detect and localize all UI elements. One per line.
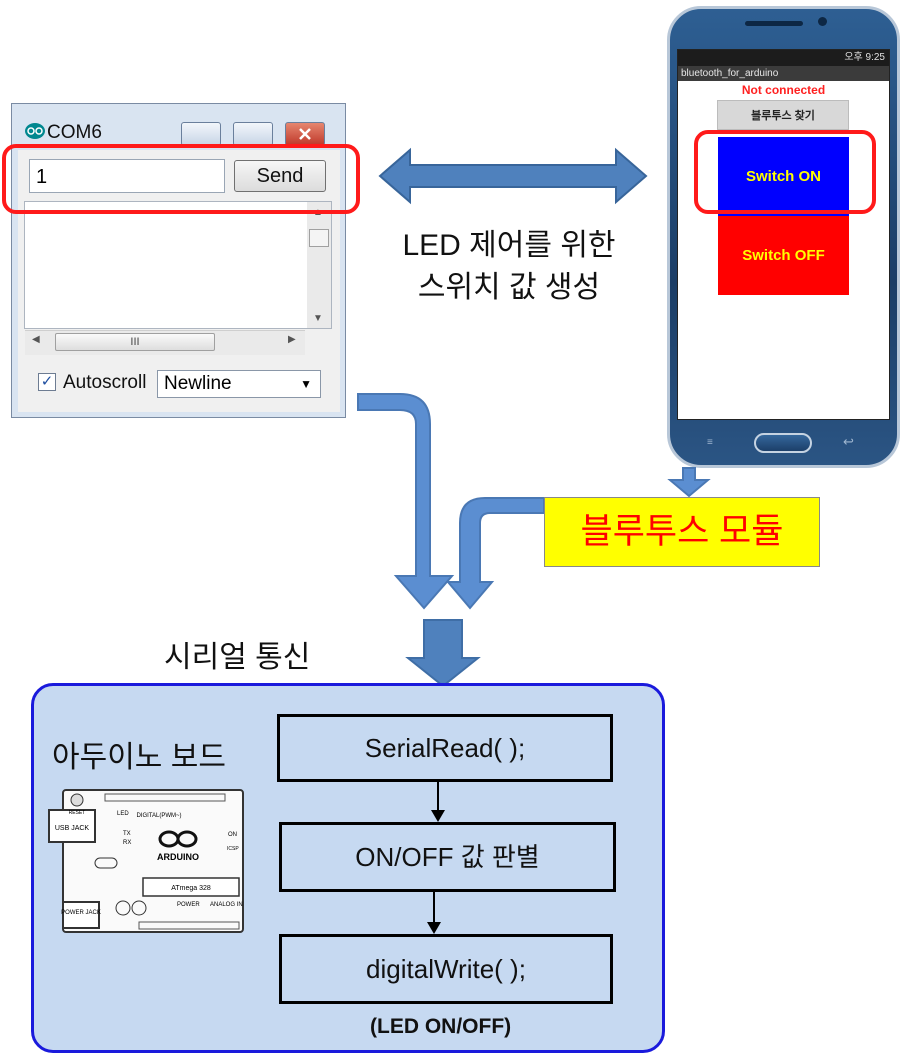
scroll-left-icon[interactable]: ◀ [32, 334, 40, 345]
flow-connector-1 [437, 782, 439, 814]
led-label: LED [117, 811, 129, 817]
close-icon [299, 128, 311, 140]
power-jack-label: POWER JACK [61, 910, 101, 916]
close-button[interactable] [285, 122, 325, 146]
switch-off-button[interactable]: Switch OFF [718, 216, 849, 295]
home-button[interactable] [754, 433, 812, 453]
scroll-down-icon[interactable]: ▼ [313, 313, 323, 324]
flow-step-2: ON/OFF 값 판별 [279, 822, 616, 892]
led-note: (LED ON/OFF) [370, 1015, 512, 1038]
serial-comm-arrow [405, 619, 481, 688]
front-camera [818, 17, 827, 26]
on-label: ON [228, 832, 237, 838]
power-label: POWER [177, 902, 200, 908]
flow-connector-2 [433, 892, 435, 925]
tx-label: TX [123, 831, 131, 837]
arduino-logo-icon [25, 123, 45, 139]
middle-caption-line2: 스위치 값 생성 [417, 271, 601, 304]
autoscroll-checkbox[interactable]: ✓ [38, 373, 56, 391]
arduino-board-image: USB JACK POWER JACK RESET DIGITAL(PWM~) … [48, 789, 244, 933]
line-ending-value: Newline [164, 373, 232, 394]
rx-label: RX [123, 840, 131, 846]
line-ending-select[interactable]: Newline ▼ [157, 370, 321, 398]
middle-caption-line1: LED 제어를 위한 [402, 229, 616, 262]
connection-status: Not connected [741, 83, 826, 97]
arrowhead-icon [431, 810, 445, 822]
arduino-infinity-icon [158, 830, 198, 848]
arduino-logo-text: ARDUINO [157, 852, 199, 862]
speaker-grille [745, 21, 803, 26]
phone-to-module-arrow [667, 467, 711, 498]
status-bar: 오후 9:25 [678, 50, 889, 66]
chip-label: ATmega 328 [171, 885, 211, 892]
vertical-scroll-thumb[interactable] [309, 229, 329, 247]
maximize-button[interactable] [233, 122, 273, 146]
reset-label: RESET [69, 810, 86, 816]
usb-jack-label: USB JACK [55, 825, 90, 832]
vertical-scrollbar[interactable] [307, 202, 331, 328]
back-key-icon[interactable]: ↩ [843, 434, 854, 449]
app-title-bar: bluetooth_for_arduino [678, 66, 889, 81]
minimize-button[interactable] [181, 122, 221, 146]
flow-step-3: digitalWrite( ); [279, 934, 613, 1004]
bidirectional-arrow-icon [378, 147, 648, 205]
serial-to-board-arrow [357, 393, 455, 610]
arrowhead-icon [427, 922, 441, 934]
analog-in-label: ANALOG IN [210, 902, 243, 908]
digital-label: DIGITAL(PWM~) [136, 813, 181, 819]
flow-arrows [357, 393, 711, 688]
serial-comm-label: 시리얼 통신 [164, 641, 311, 674]
chevron-down-icon: ▼ [300, 377, 312, 391]
switch-on-highlight-box [694, 130, 876, 214]
serial-input[interactable]: 1 [29, 159, 225, 193]
switch-on-button[interactable]: Switch ON [718, 137, 849, 216]
flow-step-1: SerialRead( ); [277, 714, 613, 782]
find-bluetooth-button[interactable]: 블루투스 찾기 [717, 100, 849, 130]
horizontal-scroll-thumb[interactable]: III [55, 333, 215, 351]
menu-key-icon[interactable]: ≡ [707, 437, 713, 448]
input-highlight-box [2, 144, 360, 214]
bluetooth-module-box: 블루투스 모듈 [544, 497, 820, 567]
scroll-right-icon[interactable]: ▶ [288, 334, 296, 345]
middle-caption: LED 제어를 위한 스위치 값 생성 [384, 225, 634, 309]
window-title: COM6 [47, 122, 102, 143]
autoscroll-label: Autoscroll [63, 372, 147, 393]
bluetooth-to-board-arrow [445, 497, 545, 610]
icsp-label: ICSP [227, 846, 239, 852]
serial-output[interactable] [24, 201, 332, 329]
arduino-title: 아두이노 보드 [52, 741, 226, 774]
send-button[interactable]: Send [234, 160, 326, 192]
